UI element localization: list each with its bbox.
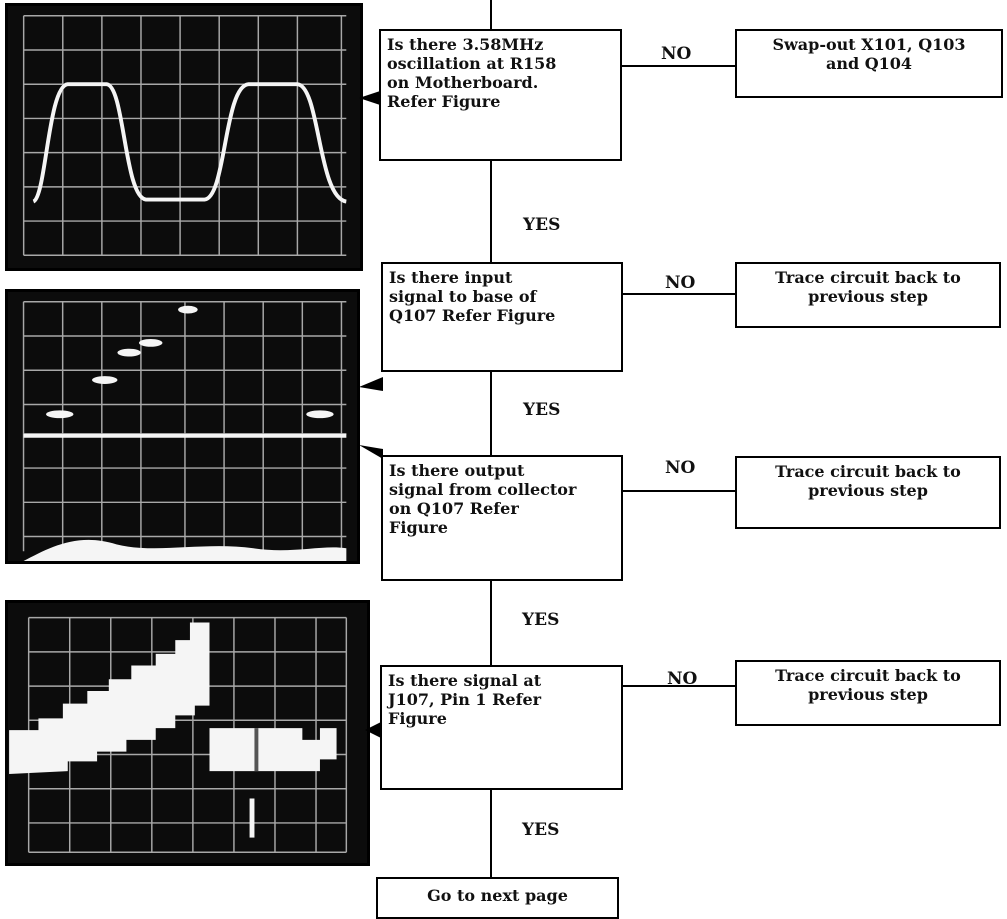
oscilloscope-figure-1 [5,3,363,271]
yes-label-3: YES [522,610,559,630]
no-label-1: NO [661,44,691,64]
yes-label-4: YES [522,820,559,840]
oscilloscope-figure-3 [5,600,370,866]
waveform-staircase [8,603,367,863]
no-connector-3 [623,490,735,492]
waveform-square [8,6,360,268]
action-box-1: Swap-out X101, Q103 and Q104 [735,29,1003,98]
no-label-3: NO [665,458,695,478]
yes-label-1: YES [523,215,560,235]
oscilloscope-figure-2 [5,289,360,564]
no-connector-1 [622,65,735,67]
decision-box-1: Is there 3.58MHz oscillation at R158 on … [379,29,622,161]
no-connector-2 [623,293,735,295]
decision-box-2: Is there input signal to base of Q107 Re… [381,262,623,372]
waveform-dual-trace [8,292,357,561]
decision-box-4: Is there signal at J107, Pin 1 Refer Fig… [380,665,623,790]
action-box-2: Trace circuit back to previous step [735,262,1001,328]
no-label-2: NO [665,273,695,293]
action-box-3: Trace circuit back to previous step [735,456,1001,529]
action-box-4: Trace circuit back to previous step [735,660,1001,726]
final-box: Go to next page [376,877,619,919]
yes-label-2: YES [523,400,560,420]
decision-box-3: Is there output signal from collector on… [381,455,623,581]
no-label-4: NO [667,669,697,689]
